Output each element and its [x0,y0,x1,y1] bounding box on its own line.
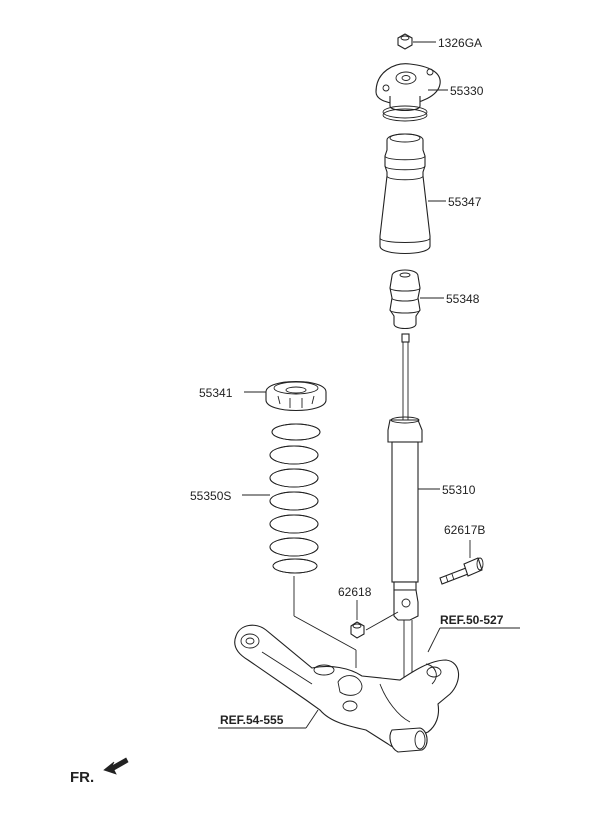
label-55341: 55341 [199,386,233,400]
bump-stopper-part [389,269,421,330]
label-62618: 62618 [338,585,372,599]
shock-absorber-part [387,333,423,686]
label-55347: 55347 [448,195,482,209]
lower-arm-assembly [234,624,460,753]
leader-62618-to-shock [365,611,399,631]
label-55310: 55310 [442,483,476,497]
spring-to-arm-line-2 [293,615,357,651]
leader-ref-left-drop [305,709,319,729]
fr-label: FR. [70,769,94,786]
mount-part [375,63,441,122]
label-55348: 55348 [446,292,480,306]
dust-cover-part [379,133,431,254]
nut-top-part [397,33,413,50]
label-55330: 55330 [450,84,484,98]
front-direction-arrow-icon [103,757,129,775]
label-62617b: 62617B [444,523,485,537]
spring-pad-part [265,380,327,412]
nut-lower-part [350,621,365,639]
ref-right-label: REF.50-527 [440,613,504,627]
ref-left-label: REF.54-555 [220,713,284,727]
bolt-part [439,557,484,585]
label-1326ga: 1326GA [438,36,482,50]
coil-spring-part [269,423,321,574]
label-55350s: 55350S [190,489,231,503]
leader-ref-right-drop [427,627,441,653]
